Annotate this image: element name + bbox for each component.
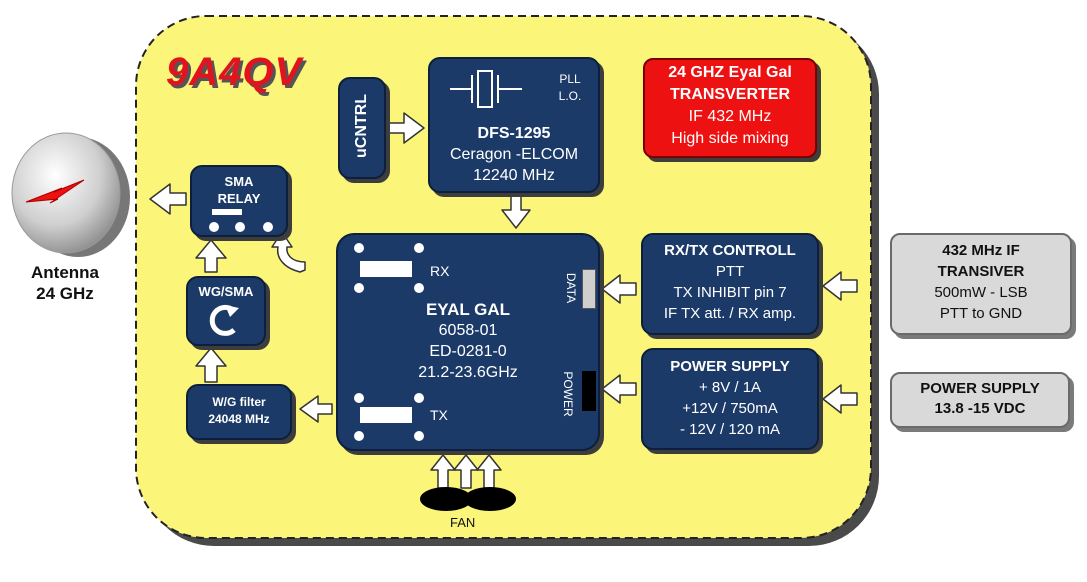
power-connector-label: POWER <box>561 371 575 417</box>
fan-label: FAN <box>450 515 476 530</box>
fan-arrow-1 <box>430 454 456 489</box>
arrow-wgsma-to-relay <box>195 239 227 273</box>
pll-tag-line2: L.O. <box>558 89 582 103</box>
iftrx-line3: 500mW - LSB <box>934 284 1028 301</box>
arrow-ucntrl-to-pll <box>387 112 425 144</box>
wg-filter-line1: W/G filter <box>212 395 266 409</box>
rx-port <box>360 261 412 277</box>
eyal-line4: 21.2-23.6GHz <box>418 364 518 381</box>
extpsu-line1: POWER SUPPLY <box>920 380 1040 397</box>
tx-port-label: TX <box>430 407 448 423</box>
wg-filter-line2: 24048 MHz <box>208 412 270 426</box>
mounting-hole <box>414 393 424 403</box>
mounting-hole <box>414 243 424 253</box>
fan-blade-left <box>420 487 472 511</box>
ucntrl-label: uCNTRL <box>353 94 370 158</box>
pll-name: DFS-1295 <box>477 125 551 142</box>
eyal-name: EYAL GAL <box>425 300 511 319</box>
mounting-hole <box>414 283 424 293</box>
psu-title: POWER SUPPLY <box>670 358 790 375</box>
rxtx-line4: IF TX att. / RX amp. <box>663 305 797 322</box>
sma-relay-block: SMA RELAY <box>190 165 288 237</box>
power-connector <box>582 371 596 411</box>
eyal-gal-module: RX TX DATA POWER EYAL GAL 6058-01 ED-028… <box>336 233 600 451</box>
if-transceiver-box: 432 MHz IF TRANSIVER 500mW - LSB PTT to … <box>890 233 1072 335</box>
mounting-hole <box>354 393 364 403</box>
iftrx-line2: TRANSIVER <box>937 263 1025 280</box>
rxtx-line2: PTT <box>715 263 745 280</box>
ucntrl-block: uCNTRL <box>338 77 386 179</box>
iftrx-line1: 432 MHz IF <box>942 242 1020 259</box>
antenna-dish-icon <box>11 132 130 257</box>
pll-tag: PLL L.O. <box>548 71 592 105</box>
data-connector <box>582 269 596 309</box>
psu-line4: - 12V / 120 mA <box>679 421 781 438</box>
lightning-icon <box>25 179 85 204</box>
antenna-label: Antenna 24 GHz <box>10 262 120 304</box>
data-connector-label: DATA <box>564 272 578 304</box>
crystal-icon <box>450 70 522 108</box>
relay-line2: RELAY <box>217 191 261 206</box>
mounting-hole <box>354 431 364 441</box>
rxtx-control-block: RX/TX CONTROLL PTT TX INHIBIT pin 7 IF T… <box>641 233 819 335</box>
pll-maker: Ceragon -ELCOM <box>449 146 579 163</box>
antenna-label-line1: Antenna <box>31 263 99 282</box>
arrow-psu-to-eyal <box>601 374 637 404</box>
extpsu-line2: 13.8 -15 VDC <box>934 400 1026 417</box>
rx-port-label: RX <box>430 263 450 279</box>
mounting-hole <box>414 431 424 441</box>
antenna-label-line2: 24 GHz <box>36 284 94 303</box>
title-line1: 24 GHZ Eyal Gal <box>668 64 792 81</box>
arrow-rxtx-to-eyal <box>601 274 637 304</box>
power-supply-block: POWER SUPPLY + 8V / 1A +12V / 750mA - 12… <box>641 348 819 450</box>
tx-port <box>360 407 412 423</box>
relay-line1: SMA <box>224 174 254 189</box>
transverter-title-box: 24 GHZ Eyal Gal TRANSVERTER IF 432 MHz H… <box>643 58 817 158</box>
arrow-filter-to-wgsma <box>195 347 227 383</box>
fan-arrow-2 <box>453 454 479 489</box>
eyal-line2: 6058-01 <box>438 322 498 339</box>
pll-block: PLL L.O. DFS-1295 Ceragon -ELCOM 12240 M… <box>428 57 600 193</box>
mounting-hole <box>354 243 364 253</box>
fan-blade-right <box>464 487 516 511</box>
eyal-line3: ED-0281-0 <box>429 343 507 360</box>
arrow-relay-to-antenna <box>149 183 187 215</box>
rxtx-title: RX/TX CONTROLL <box>664 242 796 259</box>
title-line2: TRANSVERTER <box>669 86 790 103</box>
mounting-hole <box>354 283 364 293</box>
wg-sma-block: WG/SMA <box>186 276 266 346</box>
psu-line2: + 8V / 1A <box>698 379 762 396</box>
rxtx-line3: TX INHIBIT pin 7 <box>673 284 787 301</box>
pll-tag-line1: PLL <box>559 72 581 86</box>
callsign-label: 9A4QV <box>166 50 303 94</box>
rotate-arrow-icon <box>209 304 239 336</box>
pll-freq: 12240 MHz <box>473 167 555 184</box>
title-line4: High side mixing <box>671 130 789 147</box>
external-power-supply-box: POWER SUPPLY 13.8 -15 VDC <box>890 372 1070 428</box>
iftrx-line4: PTT to GND <box>939 305 1023 322</box>
title-line3: IF 432 MHz <box>688 108 772 125</box>
relay-switch-icon <box>209 209 273 232</box>
psu-line3: +12V / 750mA <box>682 400 778 417</box>
fan-arrow-3 <box>476 454 502 489</box>
arrow-iftrx-to-rxtx <box>822 271 858 301</box>
arrow-eyal-to-filter <box>299 395 333 423</box>
wg-filter-block: W/G filter 24048 MHz <box>186 384 292 440</box>
wg-sma-label: WG/SMA <box>198 284 254 299</box>
arrow-extpsu-to-psu <box>822 384 858 414</box>
arrow-pll-to-eyal <box>501 194 531 229</box>
